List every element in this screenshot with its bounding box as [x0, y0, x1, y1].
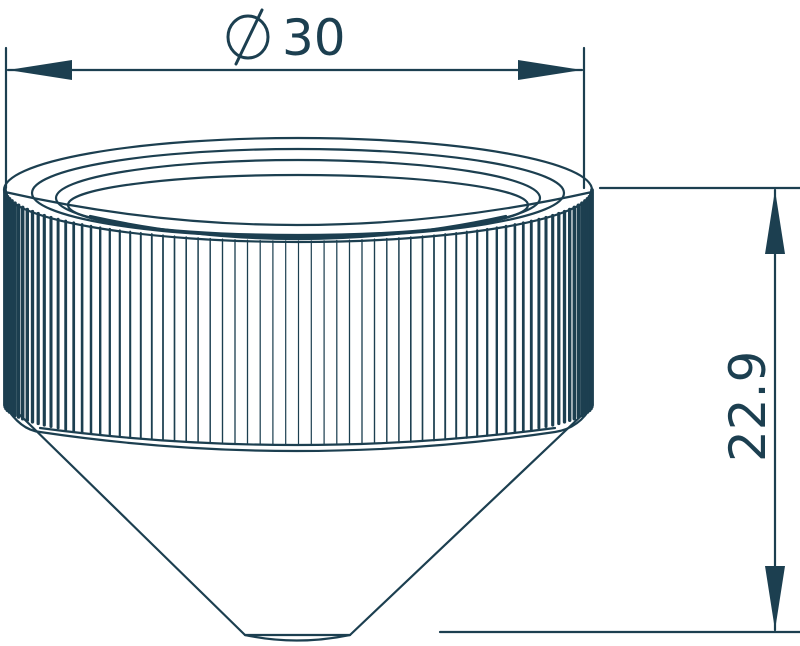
knurled-ring-top-edge: [3, 190, 594, 227]
knurled-ring-outline: [3, 190, 594, 453]
arrowhead-top: [765, 190, 785, 254]
diameter-dimension: 30: [4, 8, 586, 190]
bore-inner-edge: [88, 214, 508, 241]
diameter-value-text: 30: [282, 9, 346, 67]
top-rim-inner-1: [30, 147, 566, 239]
height-dimension: 22.9: [438, 186, 800, 634]
arrowhead-left: [8, 60, 72, 80]
knurl-ridges: [3, 188, 594, 446]
arrowhead-right: [518, 60, 582, 80]
arrowhead-bottom: [765, 566, 785, 630]
diameter-symbol: [226, 8, 270, 66]
height-value-text: 22.9: [719, 351, 777, 462]
nozzle-cone: [18, 413, 584, 642]
nozzle-part: [2, 136, 594, 642]
top-rim-outer: [2, 136, 594, 244]
bore-opening: [66, 173, 530, 237]
